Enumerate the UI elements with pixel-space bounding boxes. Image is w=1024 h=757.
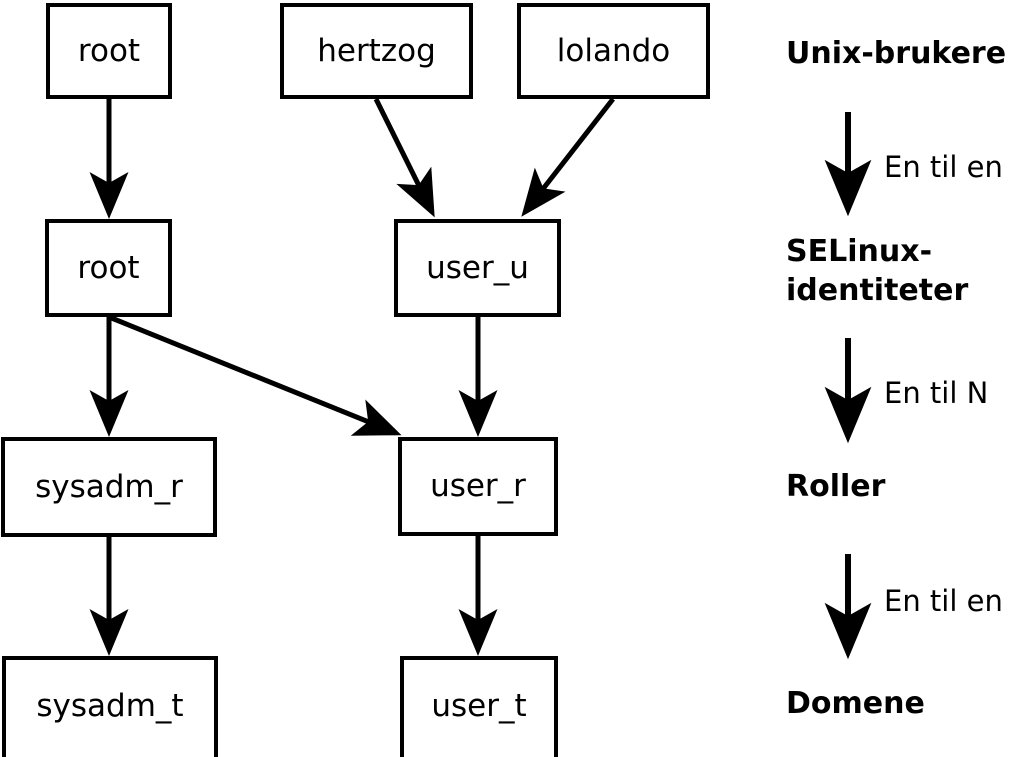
node-label: lolando (556, 32, 671, 69)
legend-relation-label: En til en (884, 584, 1003, 618)
legend-stage-selinux-identities: SELinux-identiteter (786, 232, 1021, 310)
node-role-sysadm-r[interactable]: sysadm_r (1, 437, 217, 537)
legend-stage-label: Domene (786, 686, 925, 721)
node-label: hertzog (317, 32, 436, 69)
legend-relation-label: En til N (884, 376, 989, 410)
node-label: sysadm_t (36, 688, 184, 724)
edge-lolando-to-user-u (521, 97, 615, 217)
legend-stage-label: SELinux-identiteter (786, 234, 969, 308)
legend-relation-roles-to-domains: En til en (884, 587, 1003, 616)
legend-relation-users-to-identities: En til en (884, 153, 1003, 182)
legend-relation-identities-to-roles: En til N (884, 379, 988, 408)
node-unix-lolando[interactable]: lolando (517, 3, 710, 99)
legend-relation-label: En til en (884, 150, 1003, 184)
edge-identity-root-to-user-r (108, 314, 402, 436)
legend-stage-roller: Roller (786, 467, 885, 506)
node-label: root (77, 32, 141, 69)
node-role-user-r[interactable]: user_r (398, 437, 558, 536)
node-identity-root[interactable]: root (45, 219, 172, 317)
legend-stage-label: Unix-brukere (786, 36, 1007, 71)
node-label: sysadm_r (35, 468, 183, 505)
node-domain-user-t[interactable]: user_t (400, 656, 558, 757)
legend-stage-unix-users: Unix-brukere (786, 34, 1006, 73)
node-unix-hertzog[interactable]: hertzog (280, 3, 473, 99)
node-unix-root[interactable]: root (46, 3, 172, 99)
node-identity-user-u[interactable]: user_u (394, 219, 561, 317)
legend-stage-label: Roller (786, 469, 886, 504)
node-label: root (77, 249, 140, 286)
node-label: user_u (426, 249, 529, 286)
legend-stage-domene: Domene (786, 684, 925, 723)
node-label: user_t (431, 688, 527, 724)
edge-hertzog-to-user-u (373, 97, 435, 218)
node-domain-sysadm-t[interactable]: sysadm_t (2, 656, 218, 757)
node-label: user_r (430, 468, 526, 504)
